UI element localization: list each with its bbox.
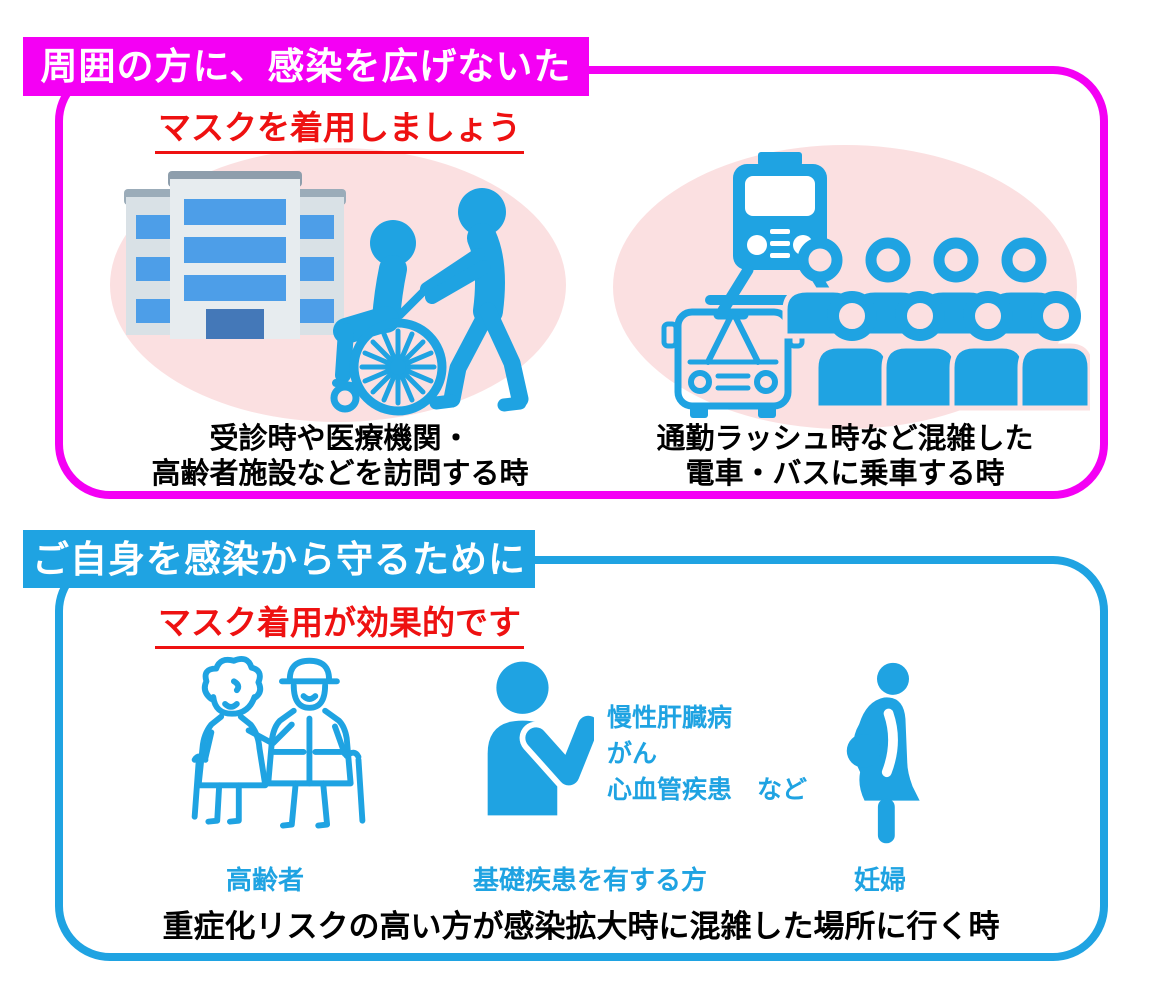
pregnant-woman-icon [846, 662, 920, 844]
label-pregnant: 妊婦 [853, 865, 906, 895]
condition-line3: 心血管疾患 など [607, 776, 808, 804]
scene2-caption-line1: 通勤ラッシュ時など混雑した [656, 423, 1034, 455]
condition-line2: がん [607, 740, 658, 768]
elderly-man-icon [265, 657, 366, 829]
scene2-caption: 通勤ラッシュ時など混雑した 電車・バスに乗車する時 [635, 422, 1055, 492]
conditions-list: 慢性肝臓病 がん 心血管疾患 など [607, 700, 807, 808]
person-with-condition-icon [487, 661, 594, 816]
panel2-subtitle: マスク着用が効果的です [155, 596, 524, 649]
panel2-banner: ご自身を感染から守るために [23, 530, 535, 588]
panel1-subtitle: マスクを着用しましょう [155, 101, 524, 154]
bus-icon [661, 308, 805, 418]
scene1-caption: 受診時や医療機関・ 高齢者施設などを訪問する時 [150, 422, 530, 492]
crowd-icon [782, 237, 1090, 411]
label-elderly: 高齢者 [225, 865, 304, 895]
hospital-wheelchair-icon [124, 171, 529, 416]
scene1-caption-line2: 高齢者施設などを訪問する時 [151, 457, 529, 490]
caregiver-icon [420, 188, 529, 412]
elderly-woman-icon [191, 656, 276, 825]
train-bus-crowd-icon [661, 152, 1090, 418]
elderly-couple-icon [191, 656, 366, 829]
panel1-banner: 周囲の方に、感染を広げないために [23, 37, 589, 146]
label-underlying-conditions: 基礎疾患を有する方 [472, 865, 707, 895]
scene2-caption-line2: 電車・バスに乗車する時 [685, 457, 1005, 490]
hospital-building-icon [124, 171, 346, 339]
scene1-caption-line1: 受診時や医療機関・ [209, 423, 471, 455]
wheelchair-user-icon [330, 220, 447, 416]
condition-line1: 慢性肝臓病 [607, 704, 733, 732]
panel2-caption: 重症化リスクの高い方が感染拡大時に混雑した場所に行く時 [162, 909, 1000, 944]
